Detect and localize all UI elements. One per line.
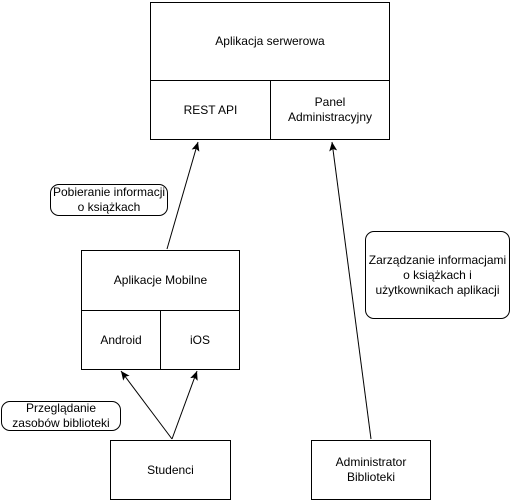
android-label: Android [100,332,142,347]
arrow-admin-to-panel [329,141,372,440]
admin-panel-box: Panel Administracyjny [270,80,390,140]
students-box: Studenci [110,440,231,500]
arrow-students-to-ios [171,370,198,440]
ios-box: iOS [160,310,240,370]
note-browse-resources-text: Przeglądanie zasobów biblioteki [12,401,110,430]
server-app-title: Aplikacja serwerowa [215,34,325,48]
mobile-apps-title: Aplikacje Mobilne [113,273,208,287]
rest-api-box: REST API [150,80,271,140]
note-manage-info: Zarządzanie informacjami o książkach i u… [365,231,510,319]
admin-panel-label: Panel Administracyjny [287,95,373,124]
ios-label: iOS [189,332,210,347]
note-fetch-info: Pobieranie informacji o książkach [50,184,168,216]
note-fetch-info-text: Pobieranie informacji o książkach [52,185,166,214]
arrow-mobile-to-rest-api [166,141,200,250]
server-app-box: Aplikacja serwerowa [150,2,390,81]
students-label: Studenci [147,462,194,477]
arrow-students-to-android [120,370,173,440]
rest-api-label: REST API [183,102,238,117]
mobile-apps-box: Aplikacje Mobilne [81,250,240,311]
library-admin-label: Administrator Biblioteki [335,455,407,484]
note-manage-info-text: Zarządzanie informacjami o książkach i u… [368,252,507,297]
android-box: Android [81,310,161,370]
library-admin-box: Administrator Biblioteki [311,440,431,500]
note-browse-resources: Przeglądanie zasobów biblioteki [1,401,121,431]
